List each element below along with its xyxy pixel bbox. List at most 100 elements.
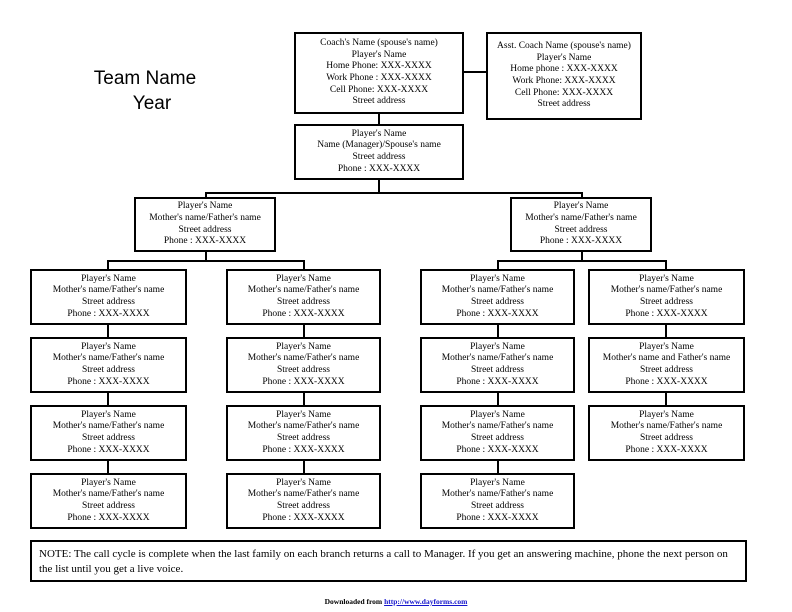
footer-download-link[interactable]: http://www.dayforms.com	[384, 597, 468, 606]
player-line-1: Player's Name	[639, 273, 694, 284]
player-line-1: Player's Name	[276, 409, 331, 420]
player-line-4: Phone : XXX-XXXX	[456, 512, 539, 523]
player-line-3: Street address	[276, 365, 331, 375]
connector-col1-r2-r3	[107, 393, 109, 407]
player-line-1: Player's Name	[470, 477, 525, 488]
player-line-1: Player's Name	[639, 341, 694, 352]
connector-right-split-to-col3	[497, 260, 499, 269]
connector-branch-left-down	[205, 252, 207, 262]
branch-left-line-1: Player's Name	[177, 201, 233, 212]
coach-line-5: Cell Phone: XXX-XXXX	[329, 84, 429, 95]
player-line-4: Phone : XXX-XXXX	[67, 444, 150, 455]
connector-col1-r1-r2	[107, 325, 109, 339]
connector-coach-to-manager	[378, 114, 380, 124]
connector-col2-r2-r3	[303, 393, 305, 407]
manager-line-2: Name (Manager)/Spouse's name	[317, 140, 441, 151]
branch-right-line-4: Phone : XXX-XXXX	[539, 236, 623, 247]
player-line-2: Mother's name and Father's name	[602, 353, 731, 364]
coach-line-6: Street address	[352, 96, 406, 107]
manager-line-1: Player's Name	[351, 128, 407, 139]
asst-coach-line-3: Home phone : XXX-XXXX	[510, 64, 618, 75]
connector-col3-r2-r3	[497, 393, 499, 407]
connector-coach-to-asst	[464, 71, 486, 73]
branch-right-line-3: Street address	[554, 224, 608, 235]
player-line-3: Street address	[276, 433, 331, 443]
player-line-3: Street address	[276, 501, 331, 511]
player-line-4: Phone : XXX-XXXX	[625, 308, 708, 319]
connector-col4-r1-r2	[665, 325, 667, 339]
player-line-2: Mother's name/Father's name	[52, 353, 165, 364]
manager-line-4: Phone : XXX-XXXX	[337, 163, 421, 174]
player-line-1: Player's Name	[81, 477, 136, 488]
player-line-4: Phone : XXX-XXXX	[456, 444, 539, 455]
connector-left-split-to-col2	[303, 260, 305, 269]
coach-line-4: Work Phone : XXX-XXXX	[326, 73, 432, 83]
connector-left-split-bus	[107, 260, 305, 262]
coach-line-2: Player's Name	[351, 49, 407, 60]
player-line-2: Mother's name/Father's name	[247, 489, 360, 500]
connector-col2-r1-r2	[303, 325, 305, 339]
connector-col4-r2-r3	[665, 393, 667, 407]
player-line-4: Phone : XXX-XXXX	[262, 512, 345, 523]
player-line-3: Street address	[639, 433, 694, 443]
player-line-3: Street address	[470, 297, 525, 307]
player-line-3: Street address	[81, 433, 136, 443]
branch-right-box[interactable]: Player's Name Mother's name/Father's nam…	[510, 197, 652, 252]
player-line-2: Mother's name/Father's name	[441, 421, 554, 432]
player-line-3: Street address	[639, 297, 694, 307]
player-line-4: Phone : XXX-XXXX	[262, 376, 345, 387]
player-line-4: Phone : XXX-XXXX	[625, 444, 708, 455]
player-line-4: Phone : XXX-XXXX	[456, 376, 539, 387]
player-line-4: Phone : XXX-XXXX	[262, 444, 345, 455]
player-line-4: Phone : XXX-XXXX	[456, 308, 539, 319]
connector-col3-r3-r4	[497, 461, 499, 475]
player-line-1: Player's Name	[470, 409, 525, 420]
player-line-4: Phone : XXX-XXXX	[625, 376, 708, 387]
asst-coach-line-6: Street address	[537, 99, 591, 110]
branch-left-line-2: Mother's name/Father's name	[149, 212, 261, 223]
connector-col1-r3-r4	[107, 461, 109, 475]
player-line-2: Mother's name/Father's name	[247, 285, 360, 296]
player-line-3: Street address	[639, 365, 694, 375]
title-team-name: Team Name	[93, 68, 197, 89]
footer: Downloaded from http://www.dayforms.com	[0, 597, 792, 607]
branch-left-line-3: Street address	[178, 224, 232, 235]
player-line-2: Mother's name/Father's name	[247, 421, 360, 432]
branch-left-box[interactable]: Player's Name Mother's name/Father's nam…	[134, 197, 276, 252]
connector-col2-r3-r4	[303, 461, 305, 475]
title-year: Year	[132, 93, 172, 114]
player-line-1: Player's Name	[81, 341, 136, 352]
manager-box[interactable]: Player's Name Name (Manager)/Spouse's na…	[294, 124, 464, 180]
page-title: Team Name Year	[30, 66, 260, 116]
coach-box[interactable]: Coach's Name (spouse's name) Player's Na…	[294, 32, 464, 114]
player-line-2: Mother's name/Father's name	[441, 353, 554, 364]
player-line-4: Phone : XXX-XXXX	[67, 512, 150, 523]
asst-coach-line-2: Player's Name	[536, 52, 592, 63]
asst-coach-line-5: Cell Phone: XXX-XXXX	[514, 87, 614, 98]
player-line-2: Mother's name/Father's name	[52, 285, 165, 296]
player-line-1: Player's Name	[276, 477, 331, 488]
player-line-1: Player's Name	[276, 273, 331, 284]
player-line-2: Mother's name/Father's name	[52, 489, 165, 500]
player-line-4: Phone : XXX-XXXX	[67, 376, 150, 387]
player-line-2: Mother's name/Father's name	[441, 285, 554, 296]
asst-coach-box[interactable]: Asst. Coach Name (spouse's name) Player'…	[486, 32, 642, 120]
player-line-4: Phone : XXX-XXXX	[262, 308, 345, 319]
note-box: NOTE: The call cycle is complete when th…	[30, 540, 747, 582]
